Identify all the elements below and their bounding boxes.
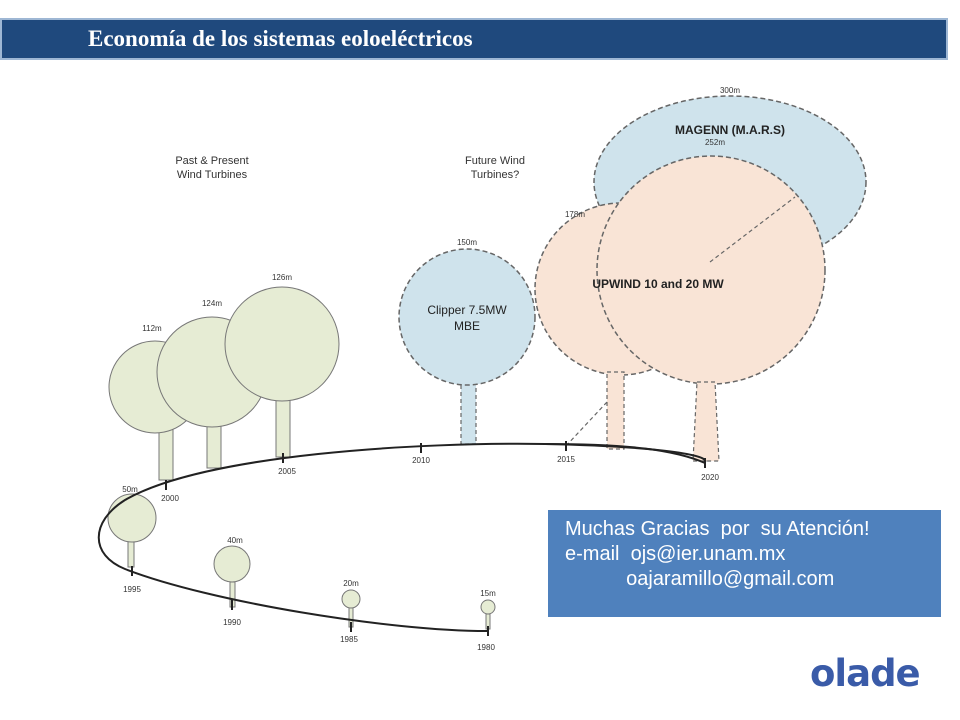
clipper-rotor xyxy=(398,248,536,386)
timeline-arc-tail xyxy=(544,443,706,464)
magenn-guide-line xyxy=(709,196,796,263)
year-1985: 1985 xyxy=(340,635,358,644)
thanks-line: Muchas Gracias por su Atención! xyxy=(565,518,870,540)
olade-logo: olade xyxy=(810,652,921,695)
label-178m: 178m xyxy=(565,210,585,219)
heading-past-2: Wind Turbines xyxy=(177,169,248,181)
clipper-name-1: Clipper 7.5MW xyxy=(427,303,507,317)
rotor-15m xyxy=(480,599,496,615)
year-2010: 2010 xyxy=(412,456,430,465)
email-line-1: e-mail ojs@ier.unam.mx xyxy=(565,543,786,565)
wind-turbine-size-diagram: Past & Present Wind Turbines Future Wind… xyxy=(90,82,890,662)
year-2015: 2015 xyxy=(557,455,575,464)
upwind-252-rotor xyxy=(596,155,826,385)
rotor-50m xyxy=(107,493,157,543)
label-124m: 124m xyxy=(202,299,222,308)
year-2005: 2005 xyxy=(278,467,296,476)
year-1980: 1980 xyxy=(477,643,495,652)
upwind-252-tower xyxy=(692,381,720,462)
label-40m: 40m xyxy=(227,536,243,545)
label-150m: 150m xyxy=(457,238,477,247)
rotor-20m xyxy=(341,589,361,609)
year-2020: 2020 xyxy=(701,473,719,482)
label-15m: 15m xyxy=(480,589,496,598)
upwind-178-tower xyxy=(606,371,625,450)
clipper-tower xyxy=(460,381,477,445)
year-1995: 1995 xyxy=(123,585,141,594)
contact-box: Muchas Gracias por su Atención! e-mail o… xyxy=(548,510,941,617)
year-1990: 1990 xyxy=(223,618,241,627)
email-line-2: oajaramillo@gmail.com xyxy=(565,568,835,590)
label-252m: 252m xyxy=(705,138,725,147)
rotor-40m xyxy=(213,545,251,583)
clipper-name-2: MBE xyxy=(454,319,480,333)
label-112m: 112m xyxy=(142,324,162,333)
label-300m: 300m xyxy=(720,86,740,95)
rotor-126m xyxy=(224,286,340,402)
label-20m: 20m xyxy=(343,579,359,588)
title-bar: Economía de los sistemas eoloeléctricos xyxy=(0,18,948,60)
magenn-name: MAGENN (M.A.R.S) xyxy=(675,123,785,137)
year-2000: 2000 xyxy=(161,494,179,503)
heading-future-2: Turbines? xyxy=(471,169,520,181)
label-50m: 50m xyxy=(122,485,138,494)
slide-title: Economía de los sistemas eoloeléctricos xyxy=(88,26,473,51)
upwind-name: UPWIND 10 and 20 MW xyxy=(592,277,724,291)
upwind-guide-line xyxy=(564,401,608,448)
heading-future-1: Future Wind xyxy=(465,155,525,167)
label-126m: 126m xyxy=(272,273,292,282)
heading-past-1: Past & Present xyxy=(175,155,248,167)
